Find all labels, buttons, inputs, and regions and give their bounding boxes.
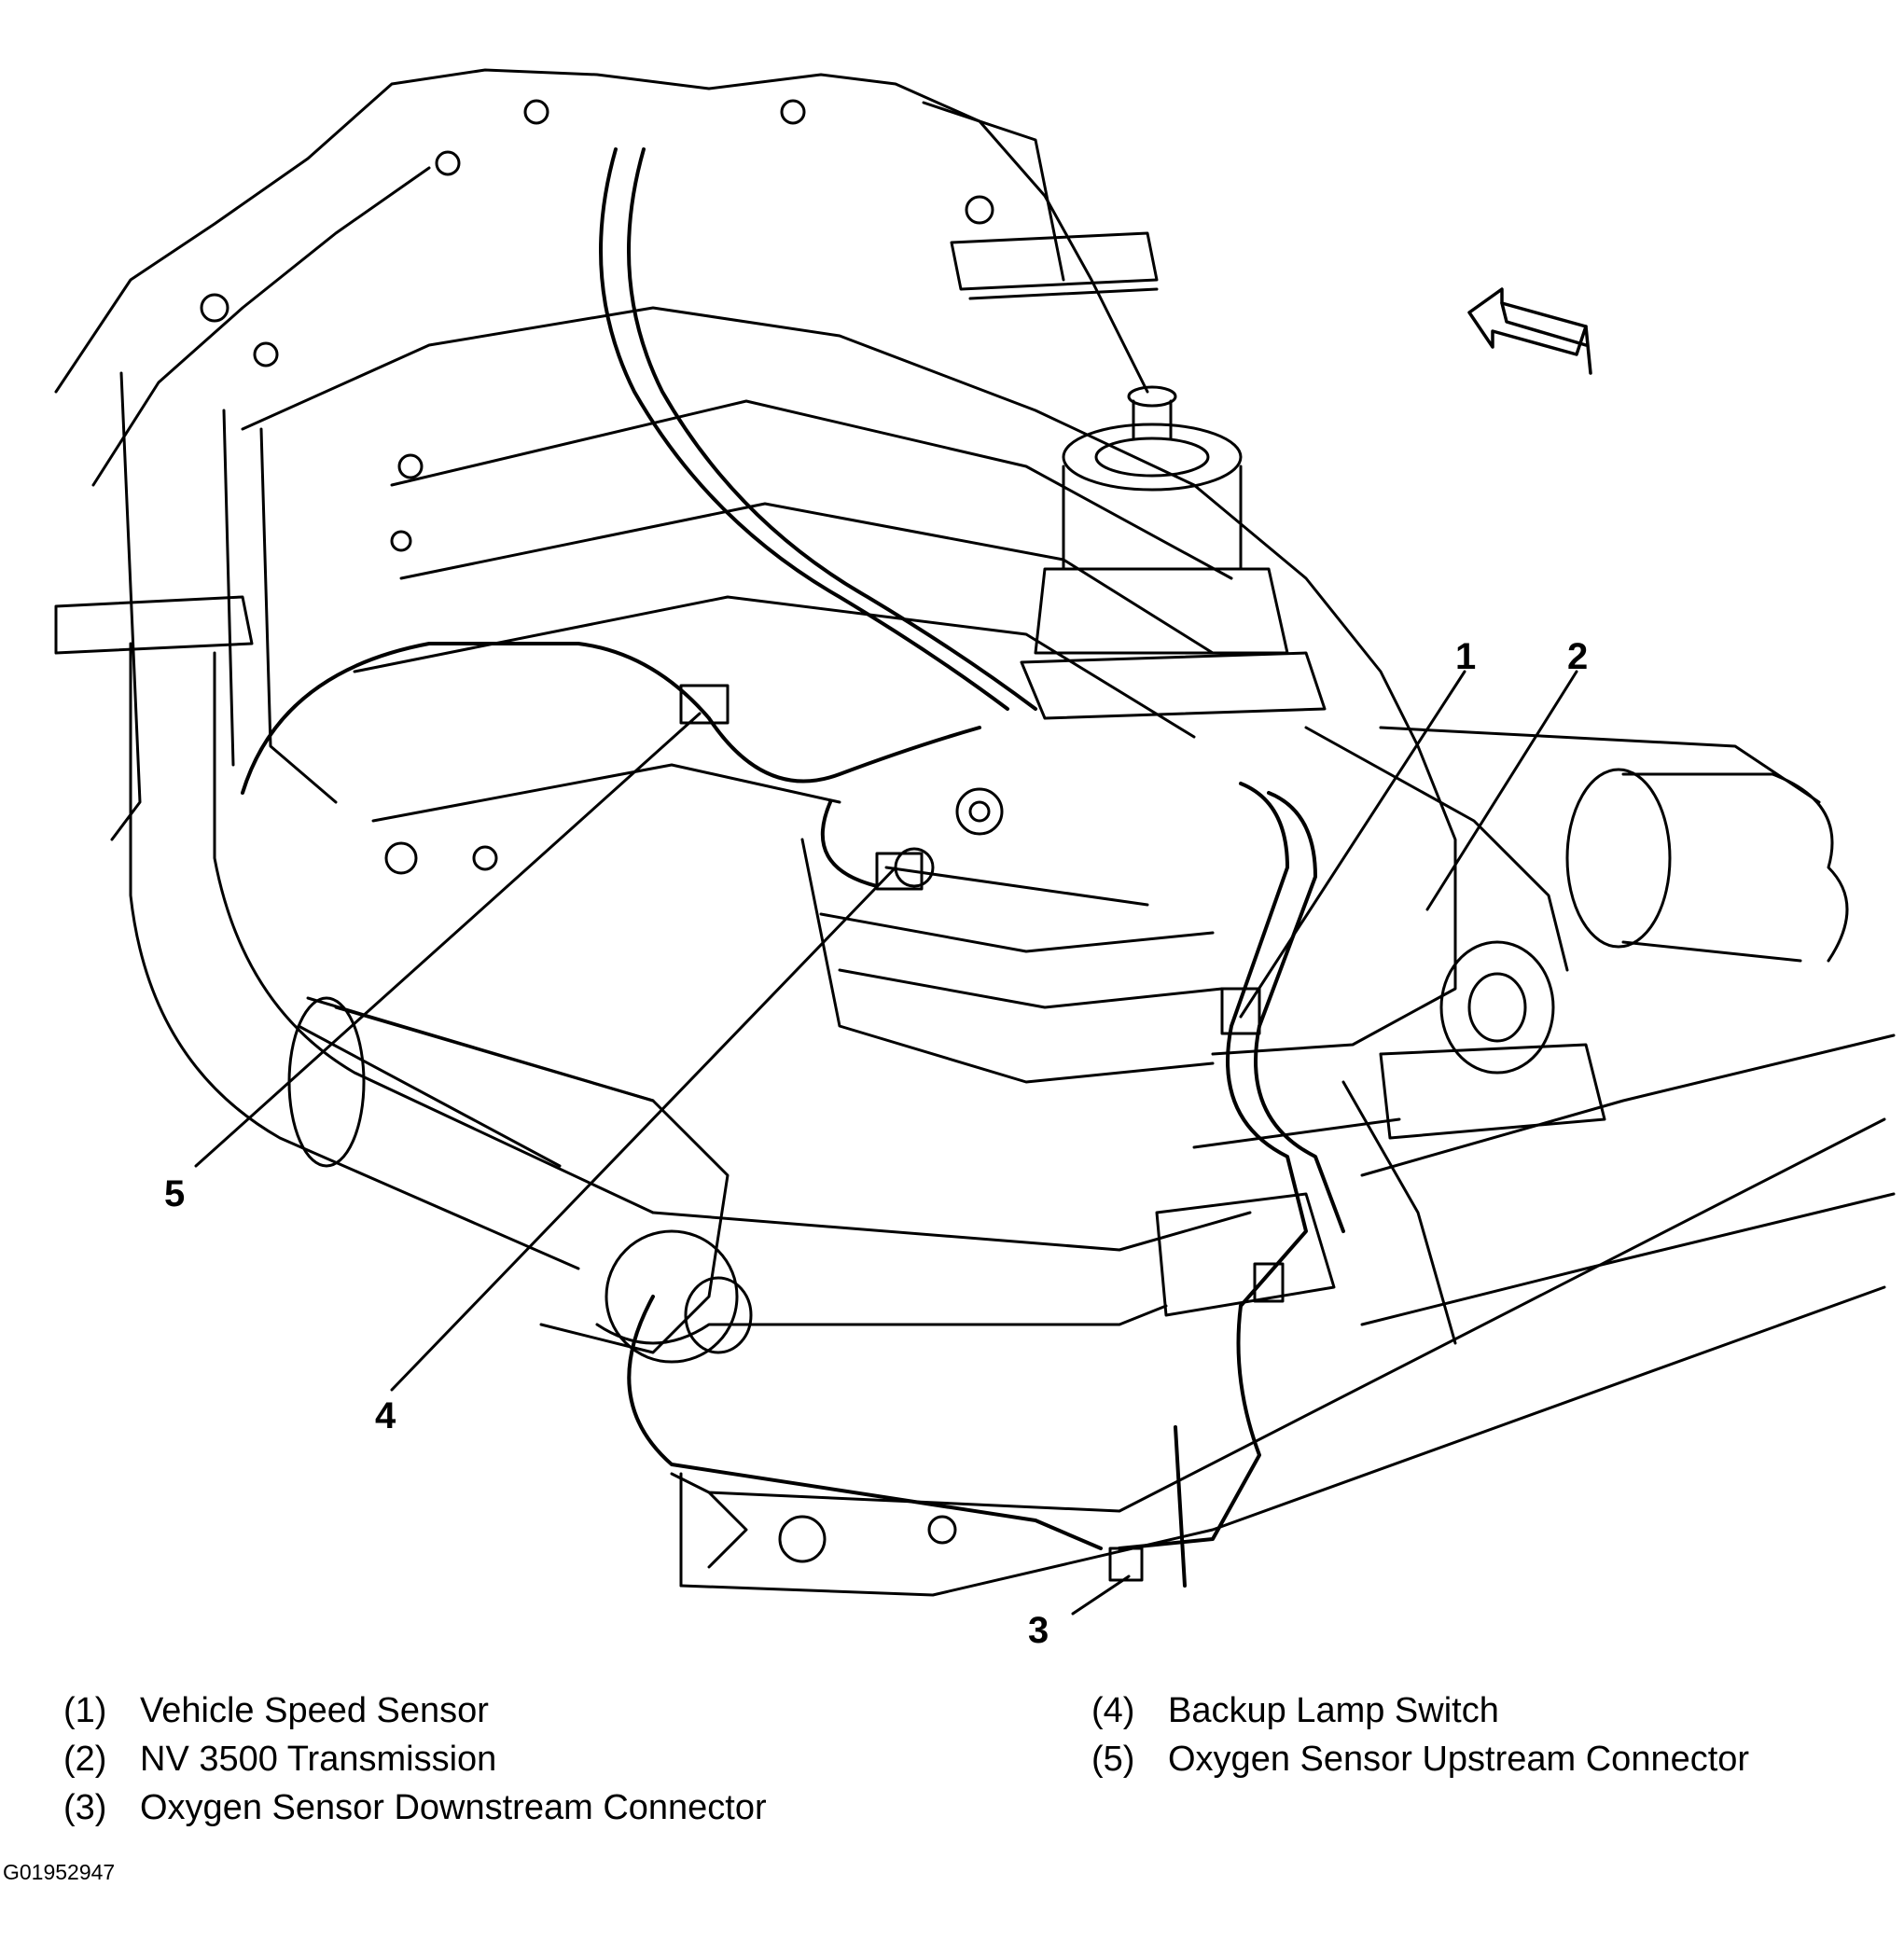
frame-rail [670,1117,1886,1597]
legend-item: (3) Oxygen Sensor Downstream Connector [63,1783,767,1832]
callout-2: 2 [1567,636,1589,677]
leader-lines [194,670,1578,1616]
front-direction-arrow-icon [1467,287,1592,375]
legend-label: Oxygen Sensor Downstream Connector [140,1788,767,1827]
callout-4: 4 [375,1395,396,1436]
legend-label: Vehicle Speed Sensor [140,1691,489,1730]
legend-item: (2) NV 3500 Transmission [63,1735,767,1783]
shift-tower [1020,385,1327,720]
leader-line-5 [194,712,702,1168]
callout-1: 1 [1455,636,1477,677]
figure-id: G01952947 [3,1860,116,1884]
wiring-harness [241,147,1345,1588]
driveshaft [1379,726,1849,963]
legend-label: Backup Lamp Switch [1168,1691,1499,1730]
transmission-line-drawing [54,68,1896,1616]
callout-5: 5 [164,1173,186,1214]
legend-item: (5) Oxygen Sensor Upstream Connector [1091,1735,1749,1783]
engine-block-outline [54,68,1159,841]
legend-label: Oxygen Sensor Upstream Connector [1168,1740,1750,1779]
connectors [679,684,1285,1582]
leader-line-1 [1239,670,1466,1019]
legend-left: (1) Vehicle Speed Sensor (2) NV 3500 Tra… [63,1686,767,1832]
legend-number: (2) [63,1740,107,1779]
legend-number: (4) [1091,1691,1135,1730]
transmission-case [241,306,1457,1084]
legend-item: (4) Backup Lamp Switch [1091,1686,1749,1735]
tail-housing [1304,726,1606,1345]
legend-item: (1) Vehicle Speed Sensor [63,1686,767,1735]
leader-line-2 [1425,670,1578,911]
legend-number: (3) [63,1788,107,1827]
legend-label: NV 3500 Transmission [140,1740,497,1779]
legend-number: (1) [63,1691,107,1730]
legend-right: (4) Backup Lamp Switch (5) Oxygen Sensor… [1091,1686,1749,1783]
leader-line-3 [1071,1574,1131,1616]
callout-3: 3 [1028,1610,1049,1651]
leader-line-4 [390,866,897,1392]
legend-number: (5) [1091,1740,1135,1779]
